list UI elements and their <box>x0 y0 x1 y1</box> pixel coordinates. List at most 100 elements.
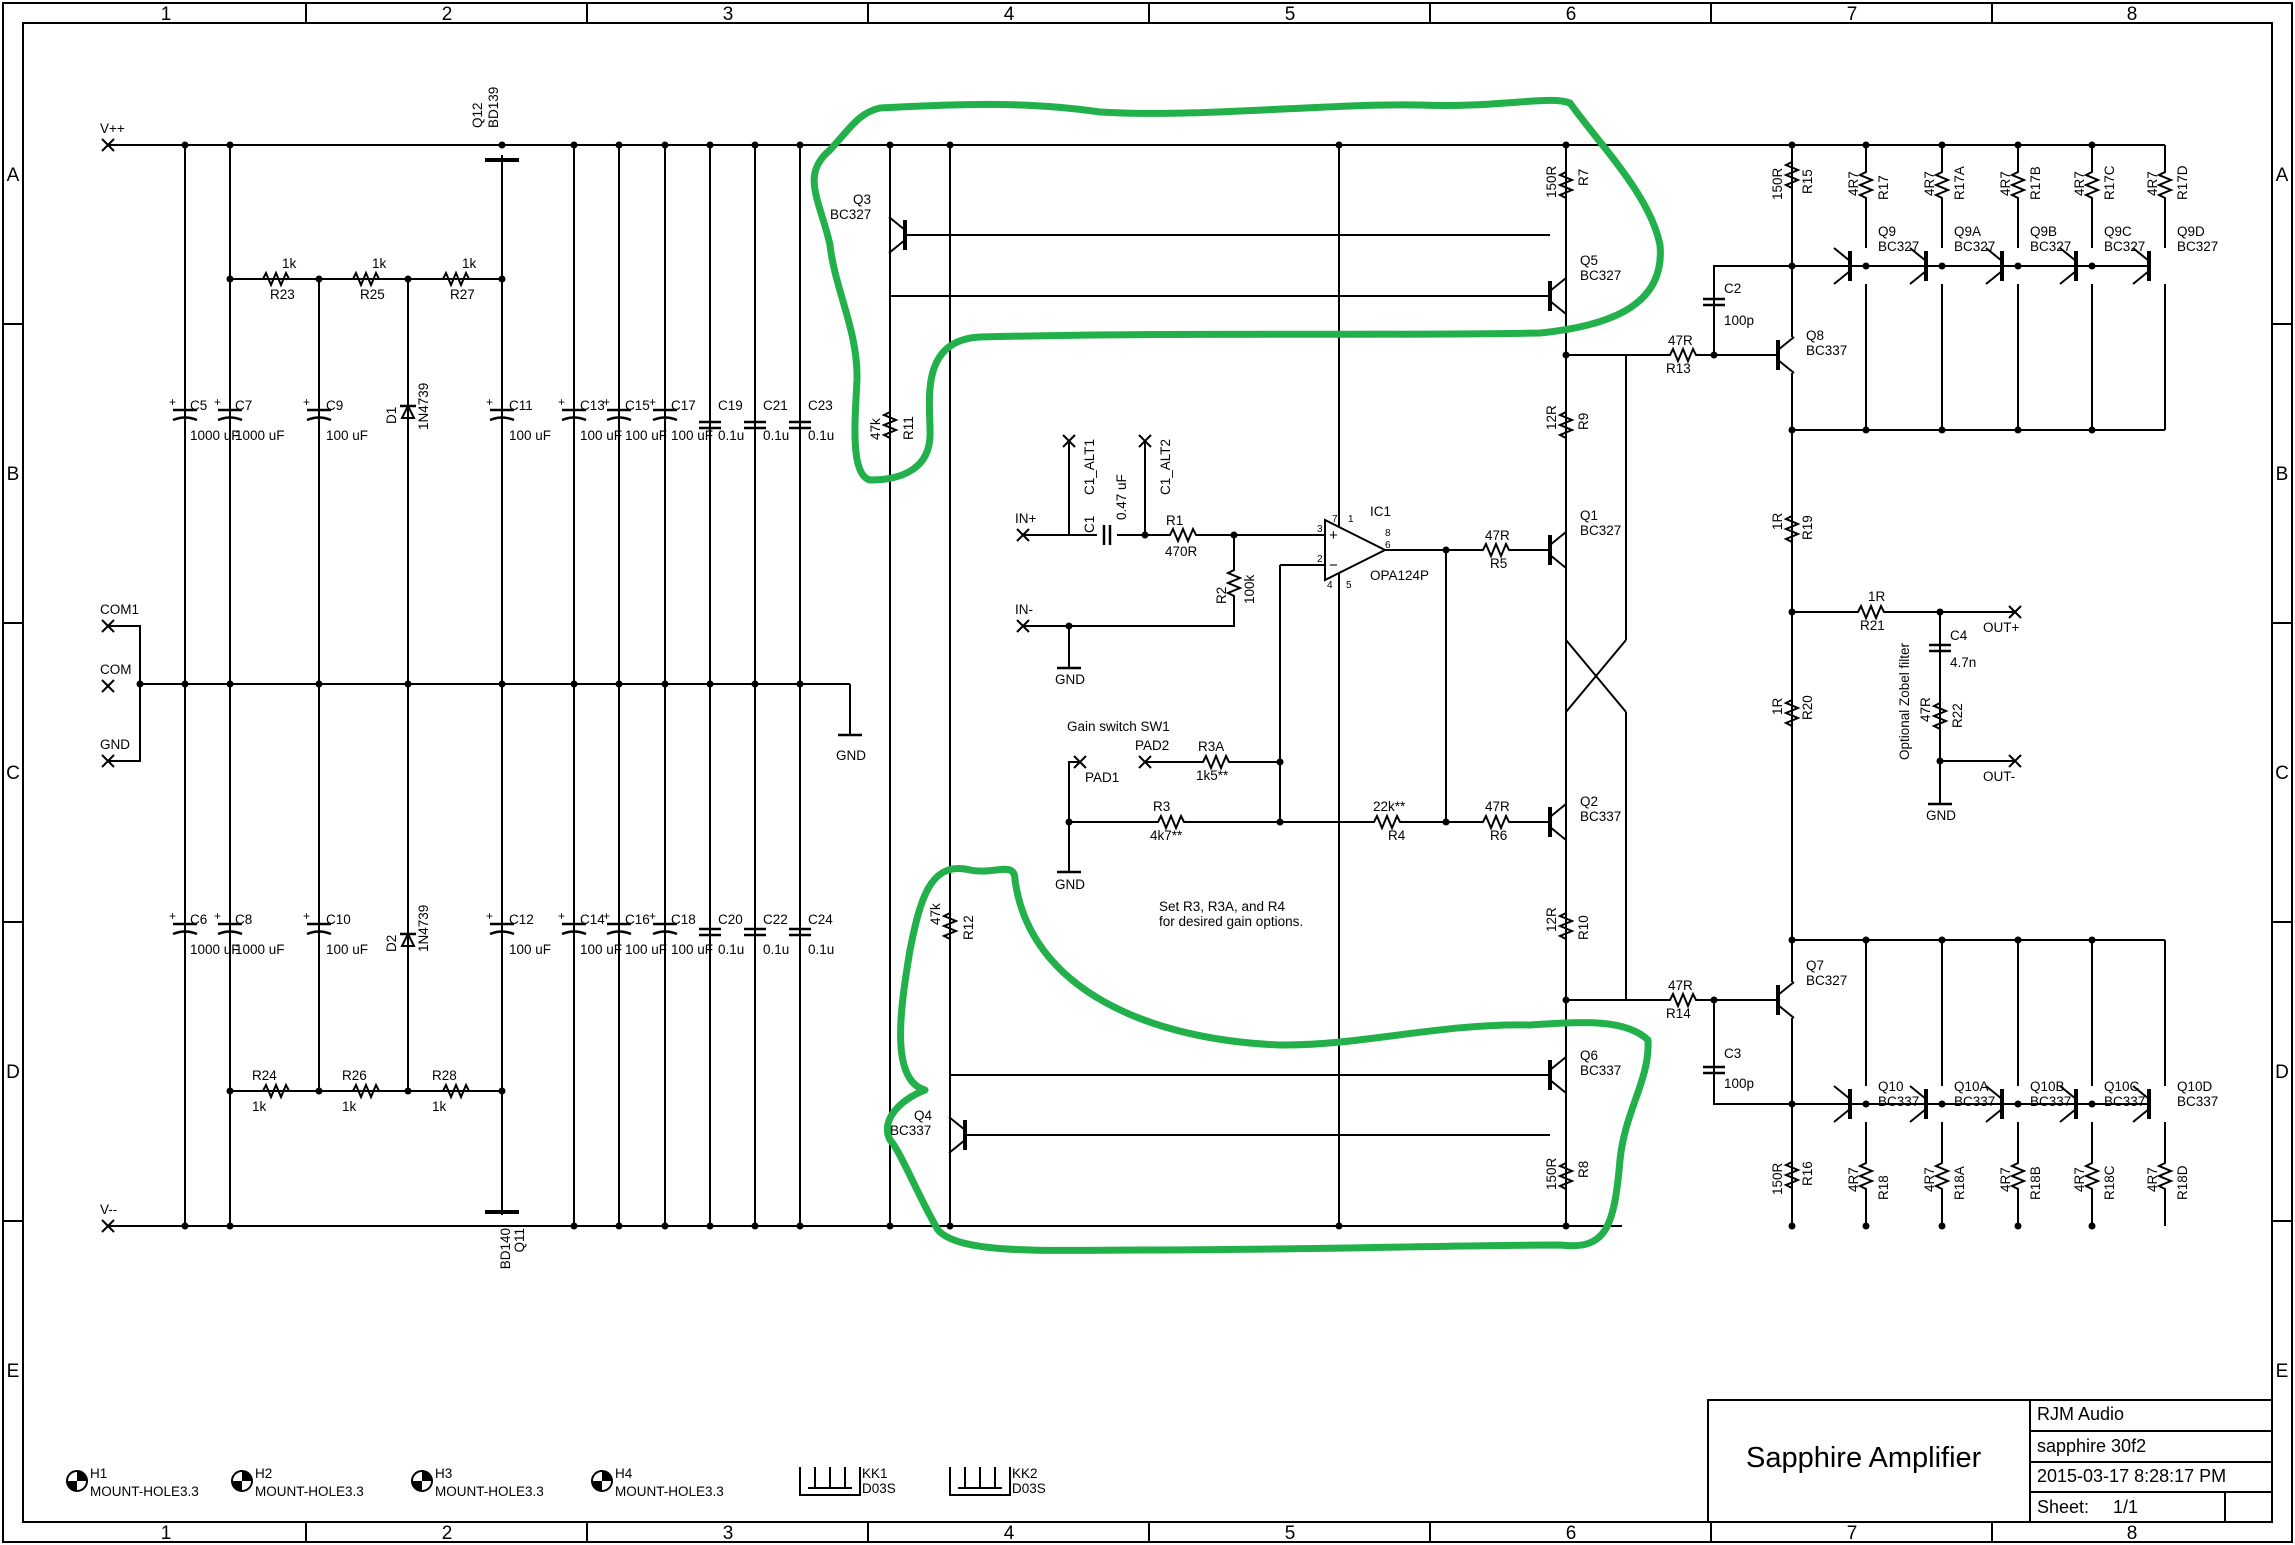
upper-output-device <box>1908 145 1949 430</box>
port-vmm: V-- <box>100 1202 117 1217</box>
junction-dot <box>404 680 412 688</box>
junction-dot <box>615 1222 623 1230</box>
junction-dot <box>1562 996 1570 1004</box>
q4-part: BC337 <box>890 1123 931 1138</box>
c10-ref: C10 <box>326 912 351 927</box>
c15-ref: C15 <box>625 398 650 413</box>
c6-ref: C6 <box>190 912 207 927</box>
junction-dot <box>1710 351 1718 359</box>
junction-dot <box>498 680 506 688</box>
zone-col-8: 8 <box>2127 4 2138 25</box>
q8-ref: Q8 <box>1806 328 1824 343</box>
junction-dot <box>2014 262 2022 270</box>
lower-r-value: 4R7 <box>2072 1167 2087 1192</box>
c8-ref: C8 <box>235 912 252 927</box>
upper-q-part: BC327 <box>1954 239 1995 254</box>
zone-col-4-bottom: 4 <box>1004 1523 1015 1544</box>
junction-dot <box>661 680 669 688</box>
r9-value: 12R <box>1544 405 1559 430</box>
heatsink-kk2 <box>949 1467 1011 1496</box>
title-block: Sapphire Amplifier RJM Audio sapphire 30… <box>1707 1399 2273 1523</box>
q4-ref: Q4 <box>914 1108 933 1123</box>
upper-r-value: 4R7 <box>2145 171 2160 196</box>
junction-dot <box>1938 426 1946 434</box>
d2-ref: D2 <box>384 935 399 952</box>
junction-dot <box>751 680 759 688</box>
junction-dot <box>1788 936 1796 944</box>
r16-ref: R16 <box>1800 1161 1815 1186</box>
junction-dot <box>498 275 506 283</box>
h1-part: MOUNT-HOLE3.3 <box>90 1484 199 1499</box>
junction-dot <box>1862 141 1870 149</box>
r3-ref: R3 <box>1153 799 1170 814</box>
h4-ref: H4 <box>615 1466 633 1481</box>
junction-dot <box>1862 1222 1870 1230</box>
h4-part: MOUNT-HOLE3.3 <box>615 1484 724 1499</box>
junction-dot <box>1442 546 1450 554</box>
junction-dot <box>1938 1100 1946 1108</box>
ic1-pin3: 3 <box>1317 524 1323 535</box>
mount-hole-h4 <box>591 1470 613 1492</box>
r4-value: 22k** <box>1373 799 1406 814</box>
r21-ref: R21 <box>1860 618 1885 633</box>
c13-ref: C13 <box>580 398 605 413</box>
lower-r-value: 4R7 <box>2145 1167 2160 1192</box>
upper-r-ref: R17D <box>2175 165 2190 200</box>
lower-output-device <box>1908 940 1949 1226</box>
junction-dot <box>1862 1100 1870 1108</box>
r26-ref: R26 <box>342 1068 367 1083</box>
junction-dot <box>1065 622 1073 630</box>
r26-value: 1k <box>342 1099 357 1114</box>
junction-dot <box>1788 141 1796 149</box>
zone-col-3-bottom: 3 <box>723 1523 734 1544</box>
r14-ref: R14 <box>1666 1006 1691 1021</box>
c24-ref: C24 <box>808 912 833 927</box>
port-out-plus: OUT+ <box>1983 620 2019 635</box>
title-block-file: sapphire 30f2 <box>2037 1436 2146 1456</box>
lower-q-ref: Q10C <box>2104 1079 2140 1094</box>
title-block-company: RJM Audio <box>2037 1404 2124 1424</box>
r27-ref: R27 <box>450 287 475 302</box>
c11-value: 100 uF <box>509 428 551 443</box>
junction-dot <box>315 680 323 688</box>
upper-r-ref: R17A <box>1952 166 1967 200</box>
junction-dot <box>796 141 804 149</box>
junction-dot <box>1562 141 1570 149</box>
q11-ref: Q11 <box>512 1228 527 1253</box>
junction-dot <box>2014 1100 2022 1108</box>
junction-dot <box>1335 1222 1343 1230</box>
lower-output-device <box>1984 940 2025 1226</box>
kk1-part: D03S <box>862 1481 896 1496</box>
c9-value: 100 uF <box>326 428 368 443</box>
zone-col-7-bottom: 7 <box>1847 1523 1858 1544</box>
q1-ref: Q1 <box>1580 508 1598 523</box>
kk1-ref: KK1 <box>862 1466 888 1481</box>
title-block-sheet-label: Sheet: <box>2037 1497 2089 1517</box>
d1-zener <box>400 403 416 419</box>
lower-output-device <box>2058 940 2099 1226</box>
r1-ref: R1 <box>1166 513 1183 528</box>
junction-dot <box>1276 758 1284 766</box>
junction-dot <box>1065 818 1073 826</box>
zone-col-1-bottom: 1 <box>161 1523 172 1544</box>
junction-dot <box>1788 426 1796 434</box>
junction-dot <box>2088 426 2096 434</box>
r16-value: 150R <box>1770 1162 1785 1195</box>
junction-dot <box>1788 608 1796 616</box>
kk2-ref: KK2 <box>1012 1466 1038 1481</box>
svg-text:+: + <box>1329 527 1338 544</box>
junction-dot <box>1938 262 1946 270</box>
r22-ref: R22 <box>1950 703 1965 728</box>
lower-q-part: BC337 <box>1954 1094 1995 1109</box>
junction-dot <box>751 1222 759 1230</box>
ic1-pin4: 4 <box>1327 580 1333 591</box>
junction-dot <box>946 1222 954 1230</box>
junction-dot <box>2088 262 2096 270</box>
lower-q-part: BC337 <box>1878 1094 1919 1109</box>
r28-ref: R28 <box>432 1068 457 1083</box>
junction-dots <box>136 141 2096 1230</box>
junction-dot <box>1936 608 1944 616</box>
upper-q-part: BC327 <box>2030 239 2071 254</box>
